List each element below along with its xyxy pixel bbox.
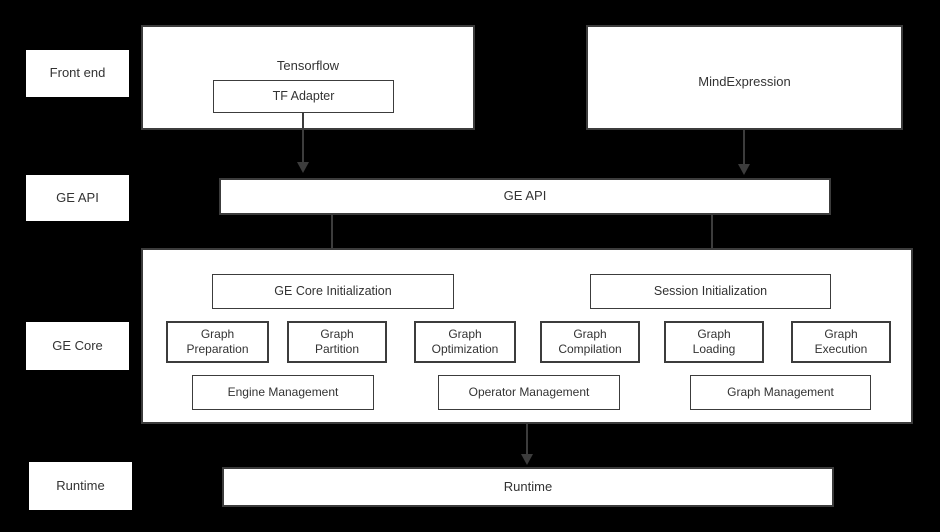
ge-api-bar-label: GE API [503,188,547,204]
tf-adapter-box[interactable]: TF Adapter [213,80,394,113]
connector-mindexpression-to-geapi-arrow [738,164,750,175]
graph-loading-label: Graph Loading [692,327,736,356]
graph-compilation-box[interactable]: Graph Compilation [540,321,640,363]
graph-management-label: Graph Management [727,385,834,399]
session-initialization-label: Session Initialization [653,283,768,298]
runtime-bar[interactable]: Runtime [222,467,834,507]
layer-label-runtime-text: Runtime [56,477,105,493]
graph-partition-label: Graph Partition [314,327,360,356]
engine-management-label: Engine Management [227,385,339,399]
layer-label-ge-core: GE Core [26,322,129,370]
layer-label-ge-core-text: GE Core [52,337,103,353]
layer-label-front-end-text: Front end [49,65,106,81]
connector-gecore-to-runtime-line [526,424,528,456]
graph-loading-box[interactable]: Graph Loading [664,321,764,363]
graph-preparation-label: Graph Preparation [186,327,249,356]
graph-execution-box[interactable]: Graph Execution [791,321,891,363]
layer-label-runtime: Runtime [29,462,132,510]
graph-partition-box[interactable]: Graph Partition [287,321,387,363]
connector-geapi-to-gecoreinit-line [331,214,333,262]
layer-label-ge-api: GE API [26,175,129,221]
ge-core-initialization-box[interactable]: GE Core Initialization [212,274,454,309]
graph-optimization-box[interactable]: Graph Optimization [414,321,516,363]
graph-management-box[interactable]: Graph Management [690,375,871,410]
mindexpression-container: MindExpression [586,25,903,130]
connector-geapi-to-sessioninit-line [711,214,713,262]
engine-management-box[interactable]: Engine Management [192,375,374,410]
layer-label-ge-api-text: GE API [56,189,99,205]
operator-management-label: Operator Management [468,385,590,399]
ge-core-initialization-label: GE Core Initialization [274,283,392,298]
graph-preparation-box[interactable]: Graph Preparation [166,321,269,363]
graph-execution-label: Graph Execution [814,327,868,356]
tf-adapter-label: TF Adapter [272,88,335,103]
session-initialization-box[interactable]: Session Initialization [590,274,831,309]
connector-tfadapter-to-geapi-line [302,112,304,164]
graph-compilation-label: Graph Compilation [558,327,622,356]
tensorflow-container: Tensorflow [141,25,475,130]
tensorflow-title: Tensorflow [276,58,340,73]
runtime-bar-label: Runtime [503,478,553,494]
connector-mindexpression-to-geapi-line [743,130,745,166]
layer-label-front-end: Front end [26,50,129,97]
ge-api-bar[interactable]: GE API [219,178,831,215]
graph-optimization-label: Graph Optimization [431,327,499,356]
operator-management-box[interactable]: Operator Management [438,375,620,410]
mindexpression-title: MindExpression [698,74,791,89]
connector-gecore-to-runtime-arrow [521,454,533,465]
connector-tfadapter-to-geapi-arrow [297,162,309,173]
